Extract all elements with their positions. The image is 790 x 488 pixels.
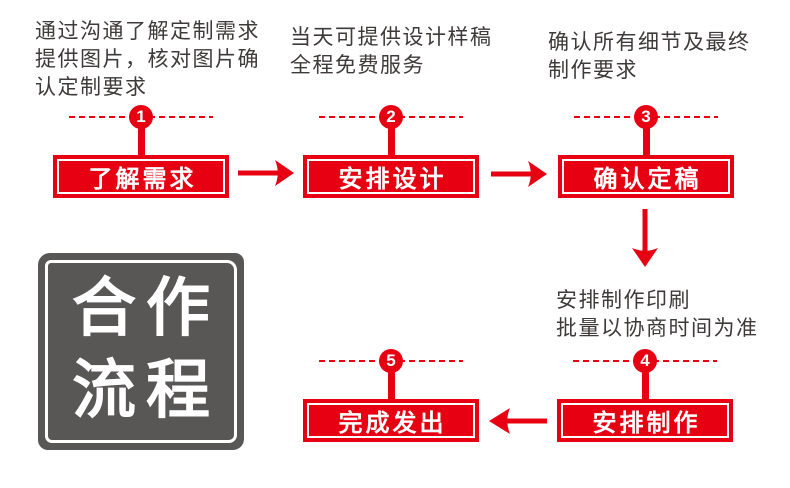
stamp-line: 合作 bbox=[72, 272, 220, 344]
arrow-right-icon bbox=[238, 160, 294, 186]
step3-box: 确认定稿 bbox=[558, 155, 734, 198]
description-line: 提供图片，核对图片确 bbox=[35, 48, 260, 71]
step1-box: 了解需求 bbox=[53, 155, 229, 198]
step5-number-badge: 5 bbox=[379, 349, 403, 373]
step3-number-badge: 3 bbox=[634, 105, 658, 129]
step3-label: 确认定稿 bbox=[593, 166, 702, 193]
description-line: 制作要求 bbox=[548, 59, 638, 82]
step2-description: 当天可提供设计样稿 全程免费服务 bbox=[290, 24, 493, 80]
step1-connector bbox=[138, 117, 145, 155]
step2-connector bbox=[388, 117, 395, 155]
step1-number: 1 bbox=[136, 107, 146, 126]
description-line: 认定制要求 bbox=[35, 76, 148, 99]
step3-connector bbox=[643, 117, 650, 155]
step4-number: 4 bbox=[640, 351, 650, 370]
step4-number-badge: 4 bbox=[633, 349, 657, 373]
description-line: 通过沟通了解定制需求 bbox=[35, 20, 260, 43]
step4-connector bbox=[642, 361, 649, 399]
step1-label: 了解需求 bbox=[88, 166, 197, 193]
step4-description: 安排制作印刷 批量以协商时间为准 bbox=[556, 287, 759, 343]
description-line: 全程免费服务 bbox=[290, 54, 425, 77]
description-line: 批量以协商时间为准 bbox=[556, 317, 759, 340]
step5-label: 完成发出 bbox=[338, 410, 447, 437]
arrow-down-icon bbox=[632, 209, 658, 267]
step2-number: 2 bbox=[386, 107, 396, 126]
step2-number-badge: 2 bbox=[379, 105, 403, 129]
description-line: 确认所有细节及最终 bbox=[548, 31, 751, 54]
step1-description: 通过沟通了解定制需求 提供图片，核对图片确 认定制要求 bbox=[35, 18, 260, 102]
stamp-line: 流程 bbox=[72, 354, 220, 426]
description-line: 当天可提供设计样稿 bbox=[290, 26, 493, 49]
step1-number-badge: 1 bbox=[129, 105, 153, 129]
cooperation-stamp-icon: 合作 流程 bbox=[38, 253, 244, 450]
stamp-inner-frame bbox=[45, 260, 237, 443]
step2-box: 安排设计 bbox=[303, 155, 479, 198]
step5-number: 5 bbox=[386, 351, 396, 370]
step5-box: 完成发出 bbox=[303, 399, 479, 442]
arrow-left-icon bbox=[489, 408, 547, 434]
stamp-text: 合作 流程 bbox=[38, 267, 244, 431]
step3-number: 3 bbox=[641, 107, 651, 126]
description-line: 安排制作印刷 bbox=[556, 289, 691, 312]
arrow-right-icon bbox=[491, 161, 547, 187]
step4-label: 安排制作 bbox=[592, 410, 701, 437]
step4-box: 安排制作 bbox=[557, 399, 733, 442]
step5-connector bbox=[388, 361, 395, 399]
step3-description: 确认所有细节及最终 制作要求 bbox=[548, 29, 751, 85]
step2-label: 安排设计 bbox=[338, 166, 447, 193]
